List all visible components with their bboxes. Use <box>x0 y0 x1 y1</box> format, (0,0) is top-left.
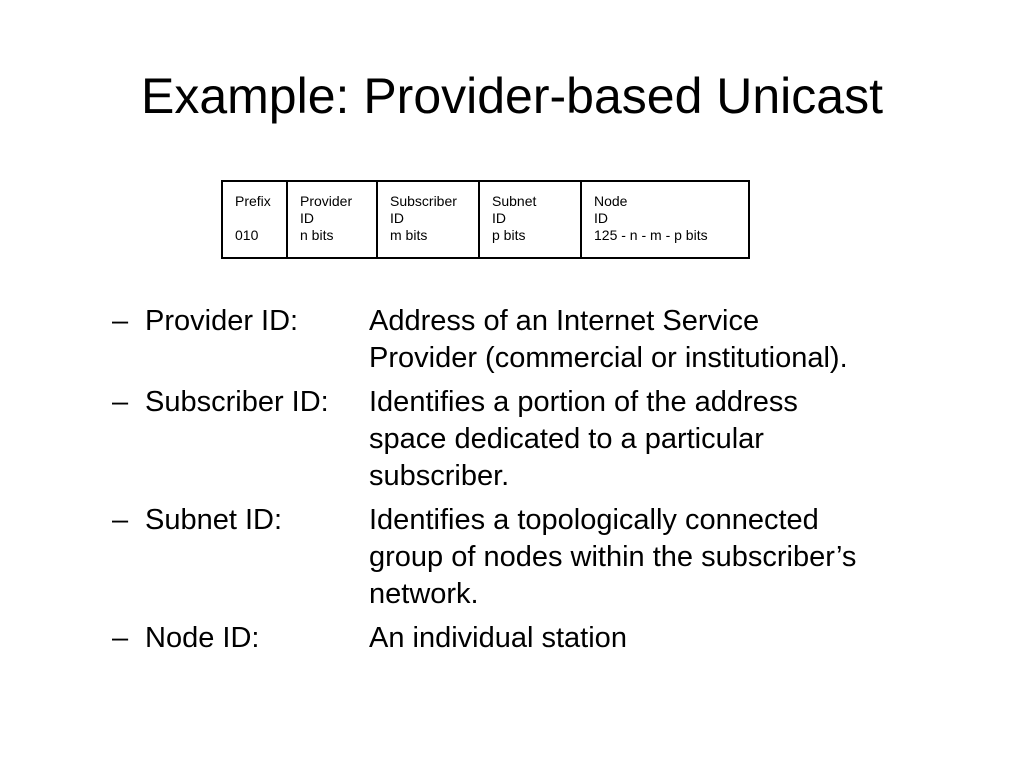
description-line: An individual station <box>369 622 627 654</box>
description: Identifies a topologically connected gro… <box>369 502 992 613</box>
field-label: Subscriber <box>390 193 457 209</box>
description-line: network. <box>369 578 479 610</box>
term: Subnet ID: <box>145 504 283 536</box>
field-label-2 <box>235 210 286 227</box>
field-size: n bits <box>300 227 334 243</box>
field-size: m bits <box>390 227 428 243</box>
description: Address of an Internet Service Provider … <box>369 303 992 377</box>
field-node-id: Node ID 125 - n - m - p bits <box>582 182 748 257</box>
description: Identifies a portion of the address spac… <box>369 384 992 495</box>
dash: – <box>112 504 129 536</box>
term: Node ID: <box>145 622 260 654</box>
description-line: subscriber. <box>369 460 510 492</box>
description-line: space dedicated to a particular <box>369 423 764 455</box>
description-line: Identifies a portion of the address <box>369 386 798 418</box>
field-size: 010 <box>235 227 259 243</box>
field-label-2: ID <box>594 210 608 226</box>
description-line: group of nodes within the subscriber’s <box>369 541 857 573</box>
dash: – <box>112 386 129 418</box>
field-subnet-id: Subnet ID p bits <box>480 182 582 257</box>
description-line: Identifies a topologically connected <box>369 504 819 536</box>
dash: – <box>112 622 129 654</box>
field-prefix: Prefix 010 <box>223 182 288 257</box>
field-label-2: ID <box>492 210 506 226</box>
field-label: Subnet <box>492 193 537 209</box>
bullet-subnet-id: – Subnet ID: Identifies a topologically … <box>112 502 992 613</box>
field-provider-id: Provider ID n bits <box>288 182 378 257</box>
description-line: Address of an Internet Service <box>369 305 760 337</box>
bullet-node-id: – Node ID: An individual station <box>112 620 992 657</box>
definition-list: – Provider ID: Address of an Internet Se… <box>112 303 992 664</box>
description: An individual station <box>369 620 992 657</box>
field-subscriber-id: Subscriber ID m bits <box>378 182 480 257</box>
field-size: 125 - n - m - p bits <box>594 227 708 243</box>
field-label: Provider <box>300 193 353 209</box>
field-size: p bits <box>492 227 526 243</box>
term: Provider ID: <box>145 305 299 337</box>
bullet-provider-id: – Provider ID: Address of an Internet Se… <box>112 303 992 377</box>
dash: – <box>112 305 129 337</box>
bullet-subscriber-id: – Subscriber ID: Identifies a portion of… <box>112 384 992 495</box>
field-label: Node <box>594 193 628 209</box>
address-format-table: Prefix 010 Provider ID n bits Subscriber… <box>221 180 750 259</box>
field-label-2: ID <box>300 210 314 226</box>
field-label: Prefix <box>235 193 271 209</box>
term: Subscriber ID: <box>145 386 329 418</box>
description-line: Provider (commercial or institutional). <box>369 342 848 374</box>
field-label-2: ID <box>390 210 404 226</box>
slide-title: Example: Provider-based Unicast <box>141 68 883 124</box>
